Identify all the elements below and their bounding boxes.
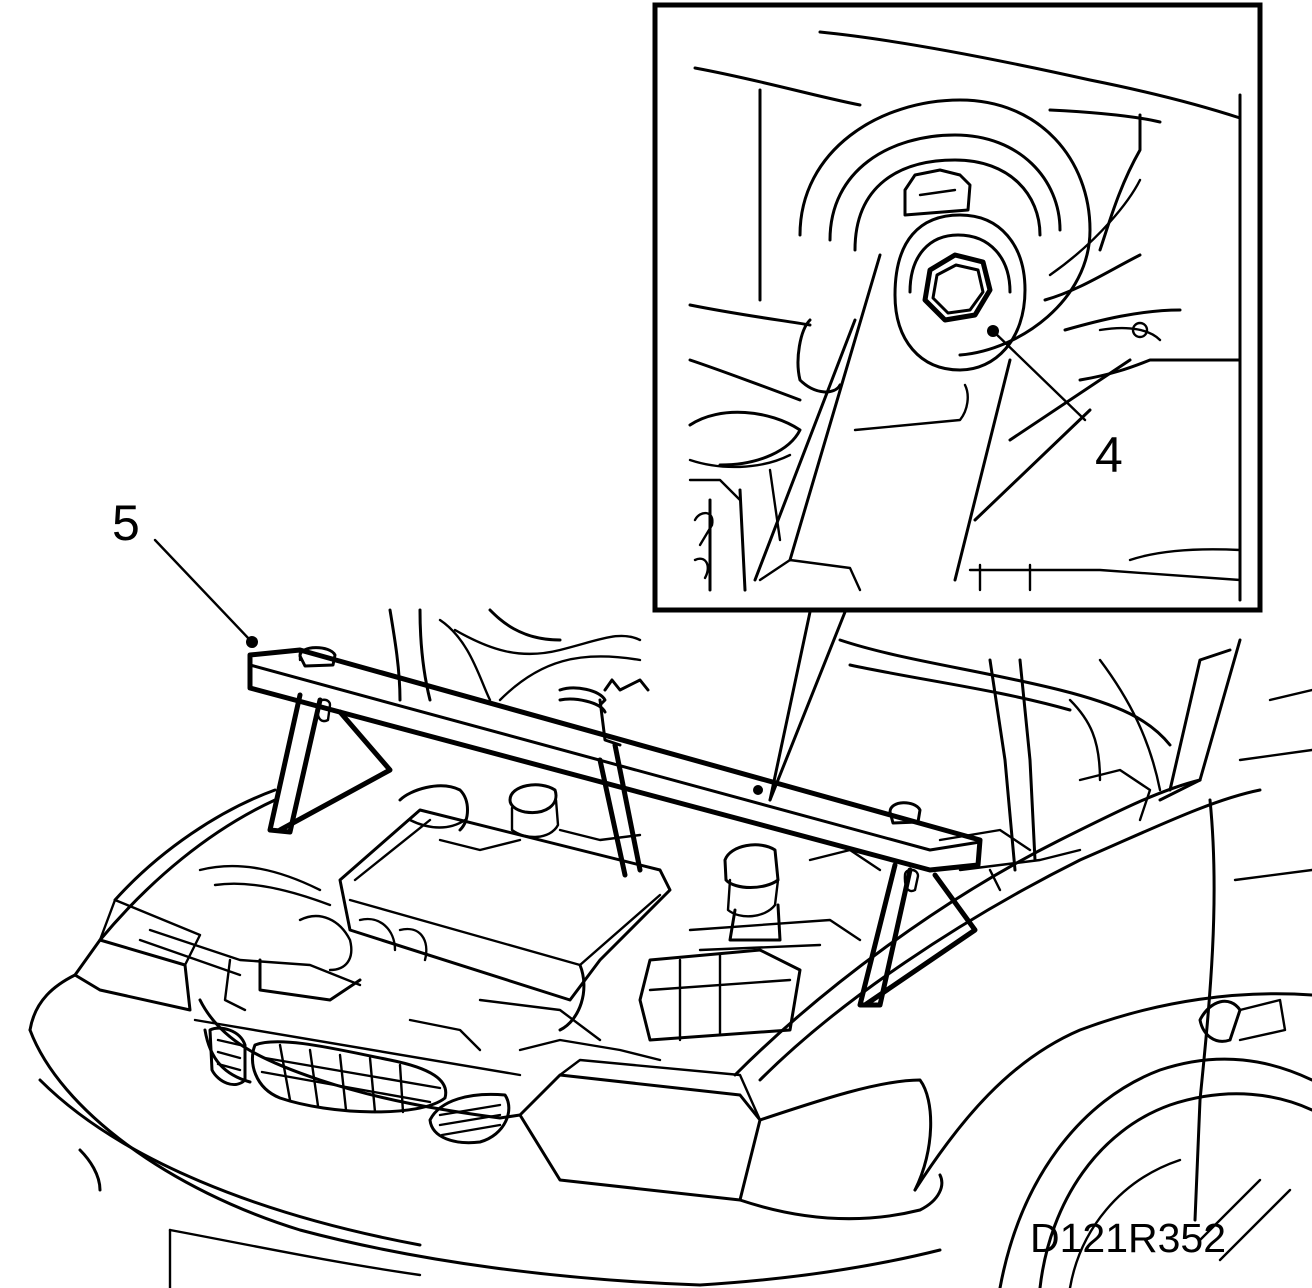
callout-4-leader	[991, 329, 1087, 422]
detail-inset	[652, 2, 1263, 802]
figure-id: D121R352	[1030, 1215, 1226, 1261]
engine-bay	[138, 783, 1082, 1062]
car-front-body	[28, 638, 1312, 1288]
inset-frame	[652, 2, 1263, 613]
callout-4-label: 4	[1095, 427, 1123, 483]
callout-5-label: 5	[112, 495, 140, 551]
open-hood	[388, 608, 1202, 872]
callout-4-dot	[987, 325, 999, 337]
bracket-crossbar-tool	[247, 646, 983, 1008]
callout-5-leader	[153, 538, 252, 642]
callout-5-dot	[246, 636, 258, 648]
